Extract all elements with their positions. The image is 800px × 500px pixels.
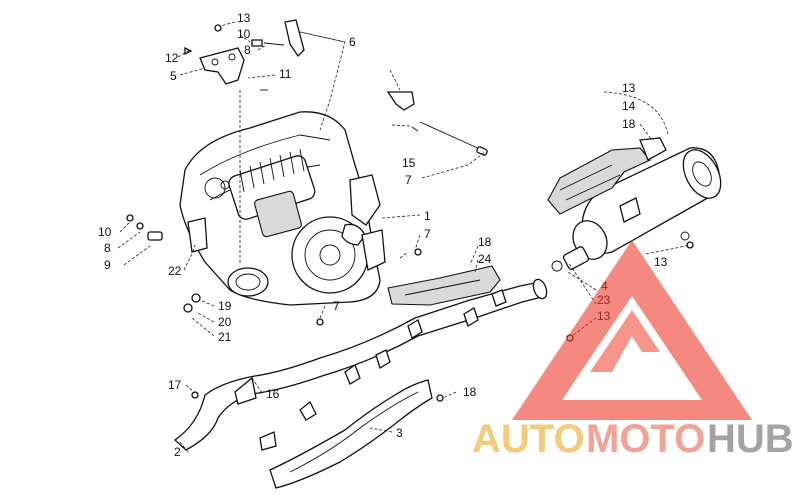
callout-10: 10 bbox=[98, 225, 112, 239]
callout-24: 24 bbox=[478, 252, 492, 266]
callout-18: 18 bbox=[622, 117, 636, 131]
callout-15: 15 bbox=[402, 156, 416, 170]
callout-18: 18 bbox=[463, 385, 477, 399]
callout-12: 12 bbox=[165, 51, 179, 65]
callout-6: 6 bbox=[349, 35, 356, 49]
exhaust-pipe bbox=[173, 278, 548, 451]
callout-7: 7 bbox=[424, 227, 431, 241]
watermark-wordmark: AUTO MOTO HUB bbox=[472, 417, 794, 461]
callout-21: 21 bbox=[218, 330, 232, 344]
callout-10: 10 bbox=[237, 27, 251, 41]
callout-11: 11 bbox=[279, 67, 292, 81]
callout-2: 2 bbox=[174, 445, 181, 459]
callout-17: 17 bbox=[168, 378, 182, 392]
callout-8: 8 bbox=[104, 241, 111, 255]
watermark-auto: AUTO bbox=[472, 417, 585, 461]
callout-14: 14 bbox=[622, 99, 636, 113]
callout-13: 13 bbox=[237, 11, 251, 25]
callout-8: 8 bbox=[244, 43, 251, 57]
engine-assembly bbox=[179, 111, 386, 306]
callout-19: 19 bbox=[218, 299, 232, 313]
muffler bbox=[547, 137, 722, 272]
exhaust-resonator bbox=[259, 379, 433, 489]
callout-18: 18 bbox=[478, 235, 492, 249]
callout-13: 13 bbox=[622, 81, 636, 95]
callout-20: 20 bbox=[218, 315, 232, 329]
watermark-moto: MOTO bbox=[586, 417, 705, 461]
callout-9: 9 bbox=[104, 258, 111, 272]
callout-1: 1 bbox=[424, 209, 431, 223]
fasteners bbox=[126, 214, 694, 402]
hanger-rod bbox=[386, 91, 488, 156]
callout-16: 16 bbox=[266, 387, 280, 401]
header-heat-shield bbox=[387, 265, 501, 306]
callout-22: 22 bbox=[168, 264, 182, 278]
engine-mount-bracket bbox=[184, 19, 305, 91]
callout-5: 5 bbox=[170, 69, 177, 83]
watermark-triangle-icon bbox=[512, 240, 752, 420]
watermark-hub: HUB bbox=[707, 417, 794, 461]
callout-7: 7 bbox=[405, 173, 412, 187]
callout-13: 13 bbox=[654, 255, 668, 269]
watermark-logo bbox=[512, 240, 752, 420]
callout-3: 3 bbox=[396, 426, 403, 440]
callout-7: 7 bbox=[333, 299, 340, 313]
